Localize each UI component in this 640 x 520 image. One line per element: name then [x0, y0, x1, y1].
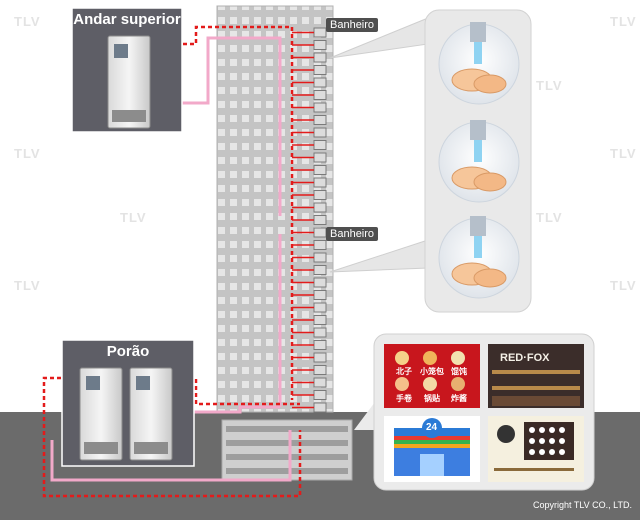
riser-valve — [313, 277, 327, 288]
menu-label: 小笼包 — [420, 367, 444, 376]
water-heater-icon — [79, 367, 123, 461]
riser-valve — [313, 290, 327, 300]
riser-valve — [313, 252, 327, 263]
watermark: TLV — [536, 78, 563, 93]
riser-valve — [313, 115, 327, 125]
menu-label: 北子 — [396, 367, 412, 376]
menu-label: 馄饨 — [451, 367, 467, 376]
riser-valve — [313, 77, 327, 88]
basement-title: Porão — [106, 343, 150, 360]
riser-valve — [313, 152, 327, 163]
riser-valve — [313, 327, 327, 338]
riser-valve — [313, 365, 327, 375]
sushi-icon — [488, 416, 584, 482]
riser-valve — [313, 390, 327, 400]
riser-valve — [313, 52, 327, 63]
menu-label: 手卷 — [396, 394, 412, 403]
podium — [221, 419, 353, 481]
riser-valve — [313, 265, 327, 275]
restaurant-icon — [384, 344, 480, 408]
bar-sign: RED·FOX — [500, 352, 550, 364]
menu-label: 炸酱 — [451, 394, 467, 403]
riser-valve — [313, 302, 327, 313]
convenience-store-icon — [384, 416, 480, 482]
riser-valve — [313, 402, 327, 413]
riser-valve — [313, 140, 327, 150]
riser-valve — [313, 40, 327, 50]
riser-valve — [313, 315, 327, 325]
riser-valve — [313, 352, 327, 363]
riser-valve — [313, 202, 327, 213]
riser-valve — [313, 90, 327, 100]
riser-valve — [313, 340, 327, 350]
riser-valve — [313, 190, 327, 200]
watermark: TLV — [14, 278, 41, 293]
bar-icon — [488, 344, 584, 408]
watermark: TLV — [14, 14, 41, 29]
watermark: TLV — [14, 146, 41, 161]
riser-valve — [313, 177, 327, 188]
menu-label: 锅贴 — [424, 394, 440, 403]
riser-valve — [313, 127, 327, 138]
bathroom-label-middle: Banheiro — [326, 227, 379, 241]
bathroom-label-upper: Banheiro — [326, 18, 379, 32]
riser-valve — [313, 227, 327, 238]
washing-hands-icon — [438, 22, 520, 105]
riser-valve — [313, 102, 327, 113]
riser-valve — [313, 215, 327, 225]
watermark: TLV — [610, 278, 637, 293]
riser-valve — [313, 377, 327, 388]
watermark: TLV — [610, 14, 637, 29]
water-heater-icon — [129, 367, 173, 461]
riser-valve — [313, 165, 327, 175]
return-pipe — [50, 36, 292, 482]
riser-valve — [313, 27, 327, 38]
riser-valve — [313, 65, 327, 75]
copyright: Copyright TLV CO., LTD. — [532, 500, 632, 510]
washing-hands-icon — [438, 216, 520, 299]
store-sign: 24 — [426, 422, 438, 433]
riser-fittings — [292, 27, 327, 413]
washing-hands-icon — [438, 120, 520, 203]
water-heater-icon — [107, 35, 151, 129]
watermark: TLV — [120, 210, 147, 225]
top-floor-title: Andar superior — [73, 11, 181, 28]
watermark: TLV — [610, 146, 637, 161]
watermark: TLV — [536, 210, 563, 225]
riser-valve — [313, 240, 327, 250]
